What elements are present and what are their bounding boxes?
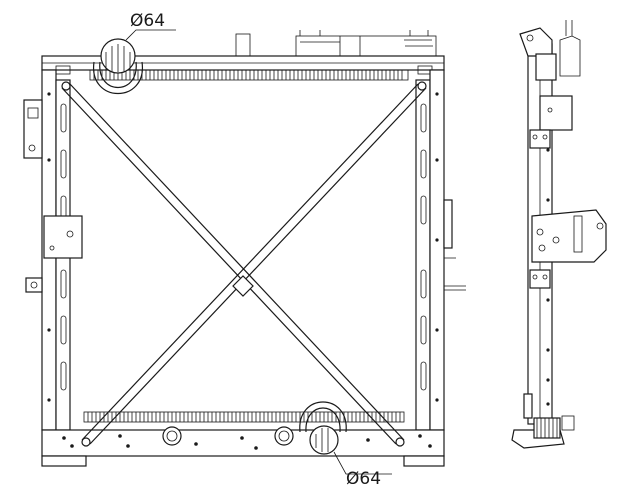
side-frame-holes [546,148,550,406]
side-top-cap [519,27,553,57]
side-mid-mount-plate [531,209,607,263]
top-hose-loop [93,61,143,94]
side-upper-bracket [539,95,573,131]
left-mid-bracket [43,215,83,259]
bottom-diameter-label: Ø64 [346,469,381,489]
front-view [23,29,466,475]
tie-rods [61,83,427,445]
left-upper-bracket [23,99,43,159]
top-tank-housing [295,35,437,57]
right-side-plate [443,199,453,249]
right-column [429,69,445,431]
side-view [511,20,607,449]
bottom-frame-bar [41,429,445,457]
column-slots [60,103,427,391]
bottom-bar-holes [62,434,432,450]
bottom-outlet-pipe [309,425,339,455]
column-holes [47,92,439,402]
bottom-drain-left [162,426,182,446]
bottom-drain-mid [274,426,294,446]
top-diameter-label: Ø64 [130,11,165,31]
bottom-hose-loop [299,401,347,433]
rod-cross-clamp [232,275,254,297]
top-fin-strip [89,69,409,81]
